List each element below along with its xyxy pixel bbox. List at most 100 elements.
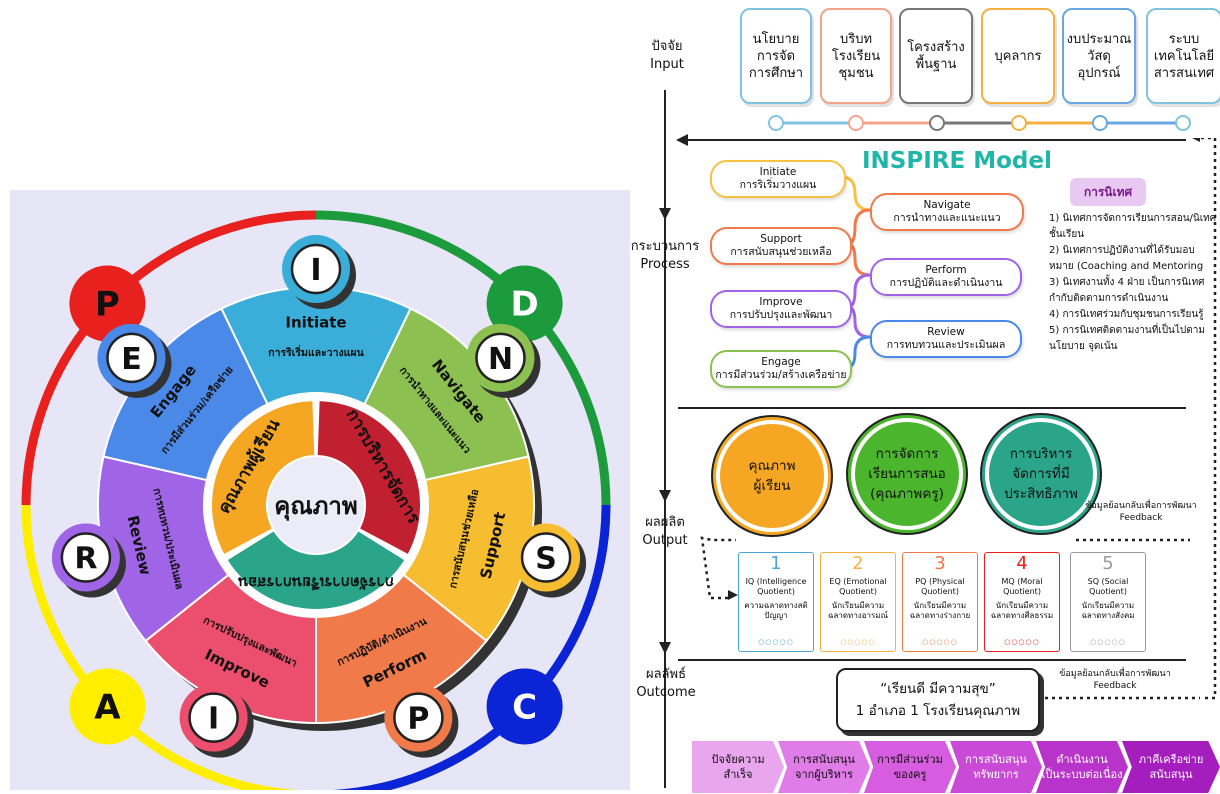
- outcome-feedback: ข้อมูลย้อนกลับเพื่อการพัฒนา Feedback: [1059, 669, 1171, 691]
- pill-label-en: Review: [927, 326, 965, 338]
- pill-label-th: การทบทวนและประเมินผล: [886, 339, 1006, 351]
- segment-letter: S: [535, 542, 557, 577]
- quotient-number: 2: [852, 553, 864, 574]
- output-label-th: ผลผลิต: [645, 515, 685, 530]
- wheel-center: [268, 457, 364, 553]
- flow-arrow: [659, 90, 671, 788]
- supervision-item: 2) นิเทศการปฏิบัติงานที่ได้รับมอบหมาย (C…: [1049, 245, 1204, 272]
- segment-letter-badge: [520, 532, 572, 583]
- output-label: ผลผลิต Output: [640, 514, 690, 550]
- pill-label-en: Perform: [925, 264, 967, 276]
- segment-letter-badge: [290, 243, 342, 295]
- arrowhead-left: [676, 134, 688, 146]
- success-factor: ปัจจัยความ สำเร็จ: [692, 741, 784, 793]
- quotient-title: IQ (Intelligence Quotient): [745, 577, 807, 596]
- quotient-dots: ○○○○○: [922, 638, 958, 646]
- pill-label-en: Engage: [761, 356, 801, 368]
- supervision-item: 4) การนิเทศร่วมกับชุมชนการเรียนรู้: [1049, 309, 1204, 320]
- pill-label-en: Initiate: [759, 166, 797, 178]
- quotient-dots: ○○○○○: [840, 638, 876, 646]
- outcome-line2: 1 อำเภอ 1 โรงเรียนคุณภาพ: [855, 703, 1021, 719]
- quotient-title: PQ (Physical Quotient): [915, 577, 965, 596]
- inner-management: [317, 401, 420, 554]
- pill-label-th: การปรับปรุงและพัฒนา: [729, 309, 833, 321]
- outcome-box: “เรียนดี มีความสุข” 1 อำเภอ 1 โรงเรียนคุ…: [836, 668, 1040, 732]
- success-factor: การสนับสนุน จากผู้บริหาร: [778, 741, 870, 793]
- segment-letter-badge: [475, 332, 526, 384]
- segment-letter: I: [310, 253, 321, 288]
- inner-teaching: [227, 531, 405, 609]
- pill-connector: [841, 175, 871, 212]
- model-title: INSPIRE Model: [862, 148, 1052, 174]
- quotient-number: 1: [770, 553, 782, 574]
- separator-process: [678, 407, 1186, 409]
- pdca-letter: D: [510, 285, 538, 325]
- pill-label-th: การสนับสนุนช่วยเหลือ: [730, 246, 832, 258]
- outcome-label: ผลลัพธ์ Outcome: [636, 666, 696, 702]
- pill-label-en: Navigate: [923, 199, 971, 211]
- pill-label-en: Support: [760, 233, 802, 245]
- output-circle: การจัดการ เรียนการสนอ (คุณภาพครู): [851, 418, 963, 530]
- pdca-letter-circle: [486, 668, 563, 745]
- segment-letter: I: [208, 702, 219, 737]
- timeline-node: [768, 115, 784, 131]
- feedback-lines: [700, 138, 1217, 700]
- supervision-item: 5) การนิเทศติดตามงานที่เป็นไปตามนโยบาย จ…: [1049, 325, 1205, 352]
- pill-label-th: การริเริ่มวางแผน: [739, 179, 817, 191]
- segment-letter: P: [407, 702, 429, 737]
- input-label-th: ปัจจัย: [651, 39, 683, 54]
- quotient-number: 4: [1016, 553, 1028, 574]
- pdca-letter-circle: [486, 265, 563, 342]
- segment-letter-badge: [60, 532, 112, 583]
- pdca-letter: A: [94, 687, 121, 727]
- segment-thai: การริเริ่มและวางแผน: [268, 344, 364, 359]
- input-box: บุคลากร: [981, 8, 1055, 104]
- timeline-node: [848, 115, 864, 131]
- output-circle: การบริหาร จัดการที่มี ประสิทธิภาพ: [985, 418, 1097, 530]
- supervision-item: 3) นิเทศงานทั้ง 4 ฝ่าย เป็นการนิเทศกำกับ…: [1049, 277, 1205, 304]
- outcome-label-th: ผลลัพธ์: [645, 667, 687, 682]
- segment-name: Initiate: [285, 314, 346, 332]
- outcome-line1: “เรียนดี มีความสุข”: [880, 681, 996, 697]
- pill-label-th: การปฏิบัติและดำเนินงาน: [889, 277, 1003, 289]
- process-label: กระบวนการ Process: [620, 238, 710, 274]
- quotient-desc: นักเรียนมีความฉลาดทางศีลธรรม: [990, 601, 1054, 620]
- timeline-node: [1092, 115, 1108, 131]
- output-feedback: ข้อมูลย้อนกลับเพื่อการพัฒนา Feedback: [1085, 501, 1197, 523]
- quotient-number: 3: [934, 553, 946, 574]
- segment-letter-badge: [393, 692, 444, 743]
- pill-label-th: การนำทางและแนะแนว: [893, 212, 1001, 224]
- process-label-en: Process: [640, 257, 690, 272]
- input-timeline: [768, 115, 1191, 131]
- input-box: ระบบ เทคโนโลยี สารสนเทศ: [1146, 8, 1220, 104]
- segment-letter: E: [121, 342, 142, 377]
- quotient-dots: ○○○○○: [758, 638, 794, 646]
- quotient-desc: นักเรียนมีความฉลาดทางสังคม: [1081, 601, 1135, 620]
- segment-letter-badge: [106, 332, 157, 384]
- separator-input: [678, 139, 1186, 141]
- input-label-en: Input: [650, 57, 684, 72]
- success-factor: ดำเนินงาน เป็นระบบต่อเนื่อง: [1036, 741, 1128, 793]
- segment-letter-badge: [188, 692, 239, 743]
- timeline-node: [1175, 115, 1191, 131]
- supervision-item: 1) นิเทศการจัดการเรียนการสอน/นิเทศชั้นเร…: [1049, 213, 1217, 240]
- process-label-th: กระบวนการ: [630, 239, 700, 254]
- pdca-letter: P: [95, 285, 120, 325]
- separator-output: [678, 659, 1186, 661]
- input-box: นโยบาย การจัด การศึกษา: [740, 8, 812, 104]
- output-label-en: Output: [642, 533, 688, 548]
- pill-label-en: Improve: [759, 296, 803, 308]
- input-box: โครงสร้าง พื้นฐาน: [899, 8, 973, 104]
- timeline-node: [1011, 115, 1027, 131]
- input-box: บริบท โรงเรียน ชุมชน: [820, 8, 892, 104]
- outcome-label-en: Outcome: [636, 685, 696, 700]
- timeline-node: [929, 115, 945, 131]
- input-label: ปัจจัย Input: [642, 38, 692, 74]
